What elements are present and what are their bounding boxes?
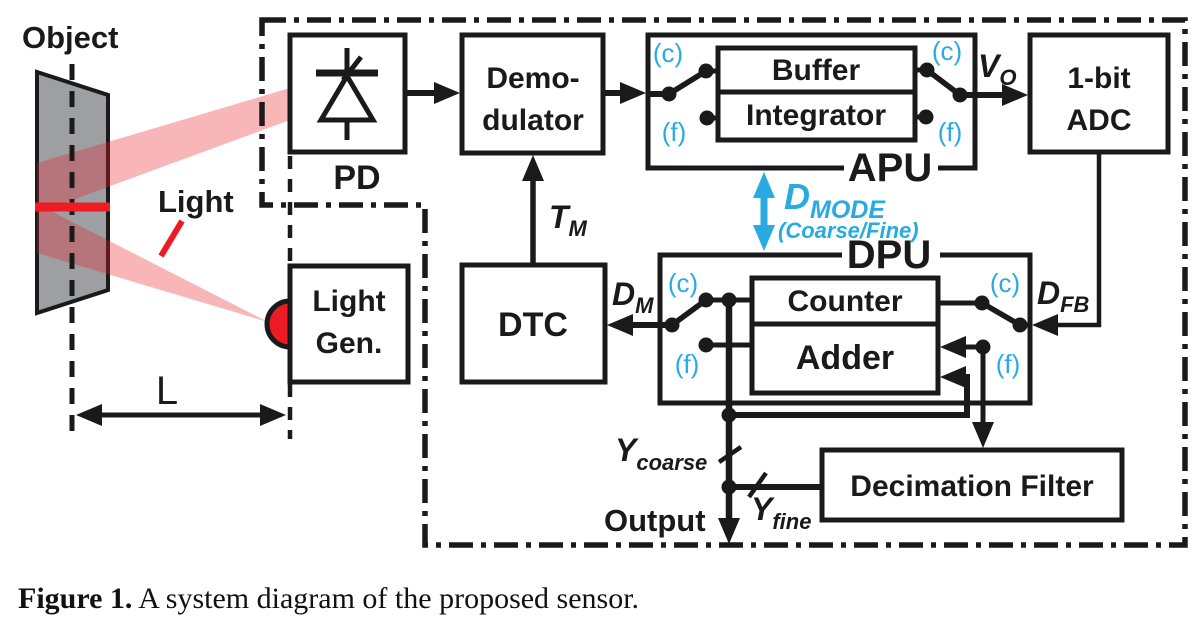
apu-right-c-dot [919, 62, 935, 78]
apu-left-c-dot [698, 63, 714, 79]
apu-left-f-dot [699, 110, 715, 126]
apu-label-patch [844, 152, 938, 182]
dfb-label: DFB [1037, 275, 1090, 317]
dmode-arrowhead-down [753, 225, 775, 251]
dpu-right-c-dot [974, 295, 990, 311]
wire-adc-dfb [1054, 152, 1102, 328]
figure-caption-prefix: Figure 1. [18, 582, 133, 615]
light-beam-upper [37, 88, 290, 213]
dmode-label: DMODE [784, 176, 886, 224]
arrow-output-down [718, 518, 740, 544]
object-shape [35, 69, 110, 316]
light-gen-label-line2: Gen. [316, 327, 383, 360]
yfine-bus-slash [747, 471, 768, 499]
integrator-label: Integrator [746, 99, 886, 132]
pd-label: PD [333, 159, 380, 197]
counter-label: Counter [788, 285, 903, 318]
apu-switch-c-left: (c) [653, 38, 683, 68]
dmode-arrowhead-up [753, 172, 775, 198]
arrow-decfilter-down [972, 422, 994, 448]
signal-labels: (c) (f) (c) (f) (c) (f) (c) (f) VO TM DM… [549, 36, 1090, 538]
diode-triangle [316, 71, 378, 123]
sensor-boundary-frame [259, 17, 1188, 548]
apu-switch-f-left: (f) [662, 117, 687, 147]
dpu-left-pivot-dot [664, 317, 680, 333]
decimation-filter-block [819, 447, 1125, 523]
led-icon [264, 298, 293, 350]
dmode-note: (Coarse/Fine) [778, 218, 919, 243]
arrow-dm-left [607, 314, 633, 336]
apu-right-f-dot [918, 109, 934, 125]
distance-dimension: L [76, 156, 293, 439]
distance-label: L [156, 369, 178, 413]
arrow-dfb-left [1032, 314, 1058, 336]
apu-left-pivot-dot [661, 86, 677, 102]
system-diagram: Object Light L PD Demo- dulator APU Buff… [22, 17, 1188, 548]
adder-label: Adder [796, 339, 894, 377]
vo-label: VO [978, 48, 1016, 90]
dpu-right-pivot-dot [1012, 317, 1028, 333]
output-label: Output [604, 503, 706, 538]
apu-label: APU [848, 146, 932, 190]
dpu-left-c-dot [698, 292, 714, 308]
ycoarse-bus-slash [717, 445, 743, 464]
tm-label: TM [549, 199, 588, 241]
diode-tick [341, 55, 363, 82]
dpu-switch-c-right: (c) [990, 268, 1020, 298]
dtc-label: DTC [498, 306, 568, 344]
dpu-label: DPU [847, 233, 931, 277]
adc-label-line2: ADC [1067, 104, 1132, 137]
demodulator-label-line1: Demo- [486, 62, 579, 95]
light-leader-line [158, 219, 185, 258]
buffer-label: Buffer [772, 54, 861, 87]
arrow-demod-apu [620, 82, 646, 104]
dimension-arrowhead-left [76, 404, 102, 426]
arrow-tm-up [522, 155, 544, 181]
dpu-switch-f-left: (f) [675, 349, 700, 379]
scene: Object Light [22, 20, 290, 440]
arrow-pd-demod [434, 82, 460, 104]
object-label: Object [22, 20, 118, 55]
light-beam-lower [37, 204, 268, 322]
dimension-arrowhead-right [260, 404, 286, 426]
dm-label: DM [612, 276, 654, 318]
adc-label-line1: 1-bit [1067, 62, 1130, 95]
yfine-join-dot [721, 479, 737, 495]
decimation-filter-label: Decimation Filter [850, 470, 1094, 503]
apu-switch-f-right: (f) [938, 117, 963, 147]
integrator-block [715, 89, 918, 143]
dpu-switch-c-left: (c) [668, 268, 698, 298]
figure-caption-text: A system diagram of the proposed sensor. [138, 582, 640, 615]
adder-block [749, 321, 941, 396]
light-gen-block [287, 263, 411, 385]
yfine-label: Yfine [751, 491, 811, 534]
dpu-switch-f-right: (f) [996, 349, 1021, 379]
dpu-label-patch [842, 239, 940, 269]
light-gen-label-line1: Light [312, 285, 385, 318]
blocks: PD Demo- dulator APU Buffer Integrator 1… [264, 32, 1171, 523]
apu-right-pivot-dot [952, 87, 968, 103]
demodulator-label-line2: dulator [482, 104, 584, 137]
apu-switch-c-right: (c) [932, 36, 962, 66]
figure-caption: Figure 1. A system diagram of the propos… [18, 582, 639, 616]
light-label: Light [158, 184, 234, 219]
photodiode-icon [316, 48, 378, 140]
dpu-left-f-dot [698, 337, 714, 353]
wires [405, 62, 1102, 544]
ycoarse-label: Ycoarse [615, 432, 707, 475]
arrow-adder-top [940, 336, 966, 358]
arrow-adder-bottom [940, 366, 966, 388]
arrow-apu-adc [1002, 84, 1028, 106]
